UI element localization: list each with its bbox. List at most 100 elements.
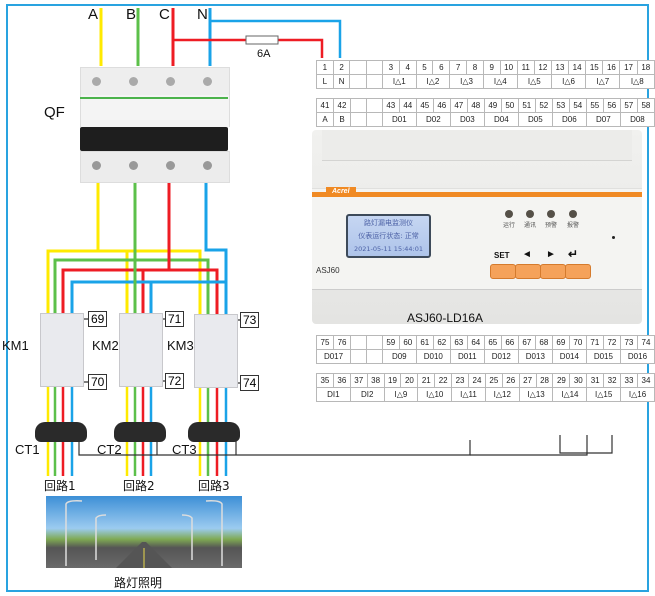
led-run-icon bbox=[505, 210, 513, 218]
terminal-number: 44 bbox=[398, 98, 417, 113]
terminal-number: 51 bbox=[517, 98, 536, 113]
ct2-sensor bbox=[114, 422, 166, 442]
terminal-label: I△7 bbox=[585, 74, 621, 89]
terminal-number: 58 bbox=[636, 98, 655, 113]
terminal-label: I△16 bbox=[620, 387, 655, 402]
left-button[interactable] bbox=[515, 264, 541, 279]
led-prealarm-icon bbox=[547, 210, 555, 218]
terminal-number: 52 bbox=[534, 98, 553, 113]
wire-n-bus bbox=[70, 280, 226, 314]
left-key-label: ◄ bbox=[522, 249, 532, 260]
terminal-number: 56 bbox=[602, 98, 621, 113]
terminal-label: D013 bbox=[517, 349, 553, 364]
terminal-number: 15 bbox=[585, 60, 604, 75]
terminal-number: 23 bbox=[451, 373, 470, 388]
terminal-number: 71 bbox=[585, 335, 604, 350]
terminal-label: D04 bbox=[483, 112, 519, 127]
phase-c-label: C bbox=[159, 6, 170, 23]
right-key-label: ► bbox=[546, 249, 556, 260]
terminal-number: 11 bbox=[516, 60, 535, 75]
terminal-number: 45 bbox=[415, 98, 434, 113]
fuse-label: 6A bbox=[257, 48, 271, 60]
terminal-label: B bbox=[333, 112, 351, 127]
terminal-label: I△3 bbox=[449, 74, 484, 89]
contactor-km3 bbox=[194, 314, 238, 388]
terminal-number bbox=[365, 98, 383, 113]
terminal-number: 33 bbox=[620, 373, 638, 388]
ct1-label: CT1 bbox=[15, 442, 40, 457]
terminal-label: DI2 bbox=[349, 387, 385, 402]
terminal-number: 69 bbox=[551, 335, 570, 350]
terminal-label: D05 bbox=[517, 112, 553, 127]
terminal-number: 47 bbox=[449, 98, 468, 113]
terminal-number: 70 bbox=[568, 335, 587, 350]
terminal-number: 2 bbox=[332, 60, 351, 75]
terminal-73-tag: 73 bbox=[240, 312, 260, 328]
street-lighting-photo bbox=[46, 496, 242, 568]
terminal-label: D010 bbox=[415, 349, 451, 364]
ct2-label: CT2 bbox=[97, 442, 122, 457]
terminal-number: 16 bbox=[602, 60, 621, 75]
terminal-label bbox=[350, 349, 367, 364]
terminal-number: 22 bbox=[434, 373, 453, 388]
terminal-number: 46 bbox=[432, 98, 451, 113]
terminal-number bbox=[350, 335, 367, 350]
led-alarm-label: 报警 bbox=[567, 222, 580, 229]
terminal-number: 34 bbox=[636, 373, 655, 388]
terminal-number: 32 bbox=[603, 373, 622, 388]
terminal-label: D02 bbox=[415, 112, 451, 127]
led-alarm-icon bbox=[569, 210, 577, 218]
terminal-number: 63 bbox=[449, 335, 468, 350]
terminal-number: 25 bbox=[484, 373, 503, 388]
terminal-label bbox=[365, 349, 383, 364]
phase-b-label: B bbox=[126, 6, 137, 23]
fuse-icon bbox=[245, 35, 279, 45]
terminal-label: D016 bbox=[619, 349, 655, 364]
terminal-number: 74 bbox=[636, 335, 655, 350]
terminal-label: I△12 bbox=[484, 387, 520, 402]
terminal-label: N bbox=[332, 74, 351, 89]
phase-n-label: N bbox=[197, 6, 208, 23]
set-key-label: SET bbox=[494, 251, 510, 260]
terminal-number: 43 bbox=[381, 98, 400, 113]
terminal-number: 41 bbox=[316, 98, 334, 113]
terminal-number: 36 bbox=[332, 373, 351, 388]
terminal-number: 38 bbox=[366, 373, 385, 388]
right-button[interactable] bbox=[540, 264, 566, 279]
terminal-number: 68 bbox=[534, 335, 553, 350]
terminal-number bbox=[349, 60, 367, 75]
enter-button[interactable] bbox=[565, 264, 591, 279]
led-run-label: 运行 bbox=[503, 222, 516, 229]
terminal-number: 18 bbox=[636, 60, 655, 75]
lcd-screen: 路灯漏电监测仪 仪表运行状态: 正常 2021-05-11 15:44:01 bbox=[346, 214, 431, 258]
leak-bridge bbox=[559, 435, 613, 454]
terminal-number: 3 bbox=[381, 60, 400, 75]
terminal-number: 24 bbox=[468, 373, 486, 388]
set-button[interactable] bbox=[490, 264, 516, 279]
terminal-number: 14 bbox=[568, 60, 587, 75]
terminal-69-tag: 69 bbox=[88, 311, 108, 327]
terminal-number bbox=[350, 98, 367, 113]
lcd-line-title: 路灯漏电监测仪 bbox=[364, 219, 413, 227]
wire-a-dist2 bbox=[48, 249, 202, 314]
ct-signal-line bbox=[78, 430, 471, 456]
terminal-label: I△5 bbox=[516, 74, 552, 89]
terminal-label: D03 bbox=[449, 112, 485, 127]
terminal-number: 6 bbox=[432, 60, 451, 75]
terminal-label: I△1 bbox=[381, 74, 417, 89]
terminal-number: 50 bbox=[500, 98, 519, 113]
terminal-number: 28 bbox=[535, 373, 554, 388]
terminal-label: D08 bbox=[619, 112, 655, 127]
circuit-breaker bbox=[80, 65, 230, 183]
terminal-number: 75 bbox=[315, 335, 335, 350]
terminal-label: I△11 bbox=[451, 387, 486, 402]
terminal-number: 9 bbox=[482, 60, 501, 75]
street-scene-icon bbox=[65, 500, 223, 568]
terminal-number: 31 bbox=[586, 373, 605, 388]
terminal-label: I△8 bbox=[619, 74, 655, 89]
terminal-number: 61 bbox=[415, 335, 434, 350]
breaker-label: QF bbox=[44, 104, 65, 121]
